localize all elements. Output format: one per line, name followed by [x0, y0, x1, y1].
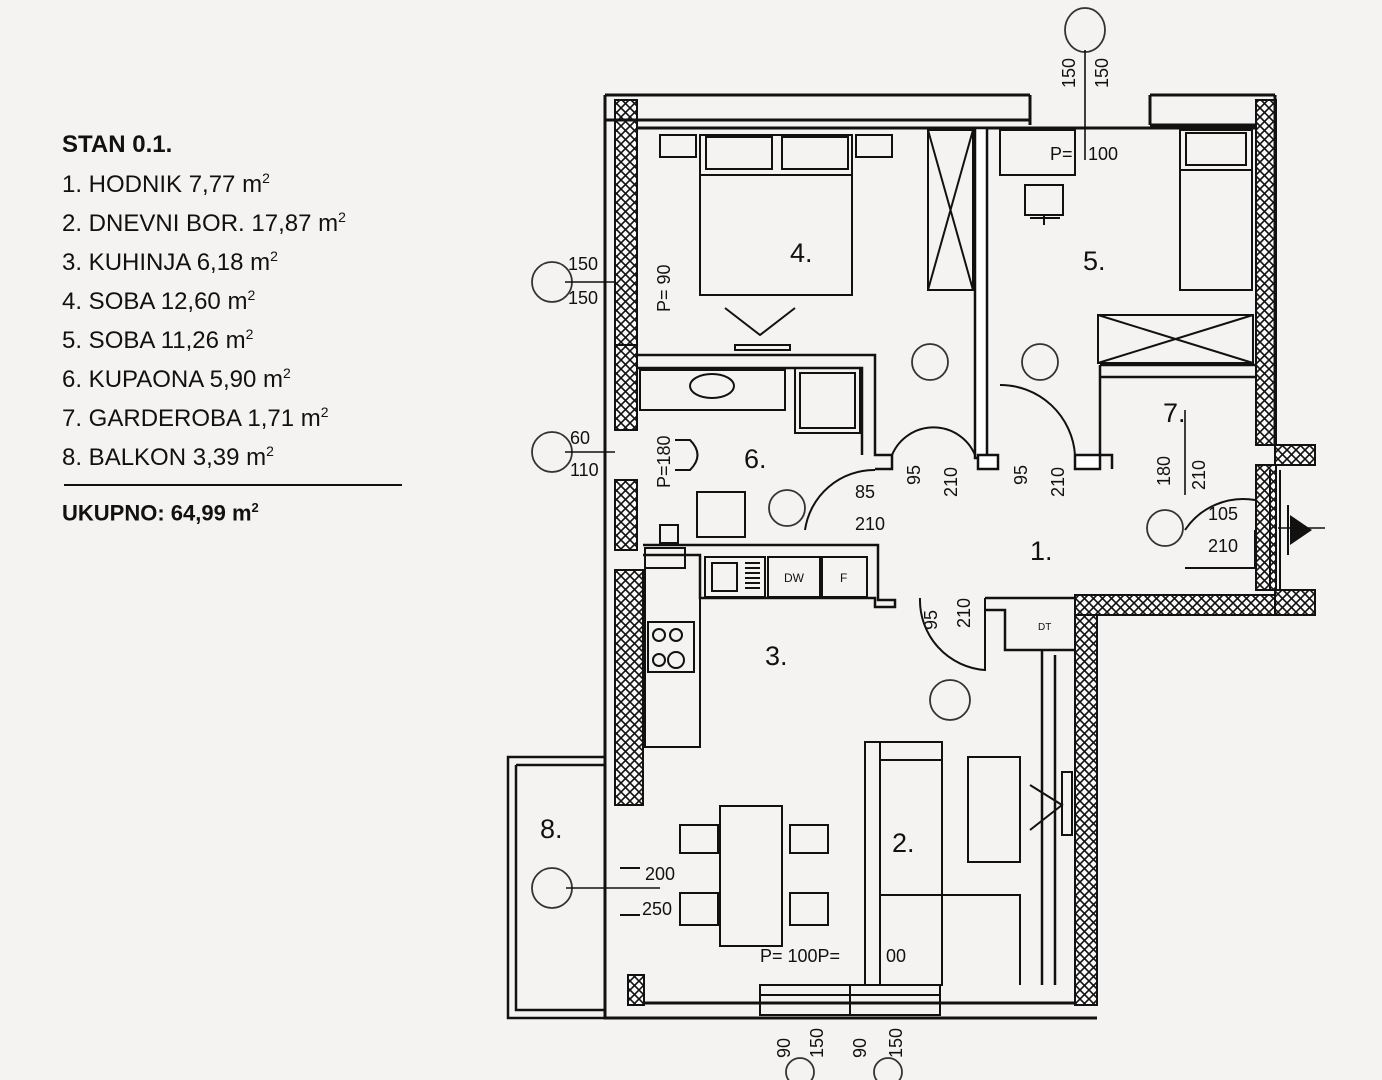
dim-d95c: 95	[921, 610, 941, 630]
dim-bot-b2: 150	[886, 1028, 906, 1058]
desk	[999, 129, 1076, 225]
legend-room-2: 2. DNEVNI BOR. 17,87 m2	[62, 209, 346, 237]
single-bed	[1179, 129, 1253, 291]
room-number-6: 6.	[744, 444, 767, 474]
bathroom-fixtures	[639, 367, 861, 544]
dim-bath-win-b: 110	[570, 460, 599, 480]
dim-p-bottom-value: 00	[886, 946, 906, 966]
dim-d210b: 210	[941, 467, 961, 497]
dim-d210e: 210	[1208, 536, 1238, 556]
balcony	[506, 755, 605, 1020]
room-number-3: 3.	[765, 641, 788, 671]
dim-p90: P= 90	[654, 264, 674, 312]
room-number-4: 4.	[790, 238, 813, 268]
dim-balc-b: 250	[642, 899, 672, 919]
legend-room-5: 5. SOBA 11,26 m2	[62, 326, 254, 354]
dishwasher-label: DW	[784, 571, 805, 585]
door-swings	[804, 383, 1281, 672]
wardrobe-4	[927, 129, 974, 291]
room-legend: STAN 0.1. 1. HODNIK 7,77 m2 2. DNEVNI BO…	[62, 128, 402, 526]
dim-d210c: 210	[1048, 467, 1068, 497]
legend-divider	[64, 484, 402, 486]
legend-total: UKUPNO: 64,99 m2	[62, 500, 259, 526]
coffee-table	[967, 756, 1021, 863]
dim-left-win-b: 150	[568, 288, 598, 308]
dining-table	[679, 805, 829, 947]
wardrobe-5	[1097, 314, 1254, 364]
legend-room-1: 1. HODNIK 7,77 m2	[62, 170, 270, 198]
tv-unit	[1029, 771, 1073, 836]
entrance-arrow-icon	[1287, 505, 1312, 555]
dim-d95a: 95	[904, 465, 924, 485]
legend-room-6: 6. KUPAONA 5,90 m2	[62, 365, 291, 393]
dim-bot-a1: 90	[774, 1038, 794, 1058]
room-number-1: 1.	[1030, 536, 1053, 566]
legend-room-4: 4. SOBA 12,60 m2	[62, 287, 256, 315]
room-number-8: 8.	[540, 814, 563, 844]
dim-p-top: P=	[1050, 144, 1073, 164]
dim-bath-win-a: 60	[570, 428, 590, 448]
room-number-7: 7.	[1163, 398, 1186, 428]
dim-bot-b1: 90	[850, 1038, 870, 1058]
dim-p-top-value: 100	[1088, 144, 1118, 164]
legend-room-8: 8. BALKON 3,39 m2	[62, 443, 274, 471]
windows	[620, 867, 941, 1016]
dim-d95b: 95	[1011, 465, 1031, 485]
dim-d210d: 210	[1189, 460, 1209, 490]
dim-bot-a2: 150	[807, 1028, 827, 1058]
room-number-5: 5.	[1083, 246, 1106, 276]
dim-left-win-a: 150	[568, 254, 598, 274]
dim-d210a: 210	[855, 514, 885, 534]
fridge-label: F	[840, 571, 847, 585]
legend-room-3: 3. KUHINJA 6,18 m2	[62, 248, 278, 276]
legend-room-7: 7. GARDEROBA 1,71 m2	[62, 404, 329, 432]
light-markers	[531, 7, 1184, 1080]
dim-balc-a: 200	[645, 864, 675, 884]
apartment-title: STAN 0.1.	[62, 131, 173, 158]
dim-p180: P=180	[654, 435, 674, 488]
dim-d105: 105	[1208, 504, 1238, 524]
dim-d210f: 210	[954, 598, 974, 628]
dim-d85: 85	[855, 482, 875, 502]
dryer-label: DT	[1038, 622, 1051, 633]
sofa	[864, 741, 1021, 986]
dim-p-bottom: P= 100P=	[760, 946, 840, 966]
dim-top-win-b: 150	[1092, 58, 1112, 88]
kitchen-counter	[644, 547, 868, 748]
dim-d180: 180	[1154, 456, 1174, 486]
dim-top-win-a: 150	[1059, 58, 1079, 88]
double-bed	[659, 134, 893, 351]
room-number-2: 2.	[892, 828, 915, 858]
